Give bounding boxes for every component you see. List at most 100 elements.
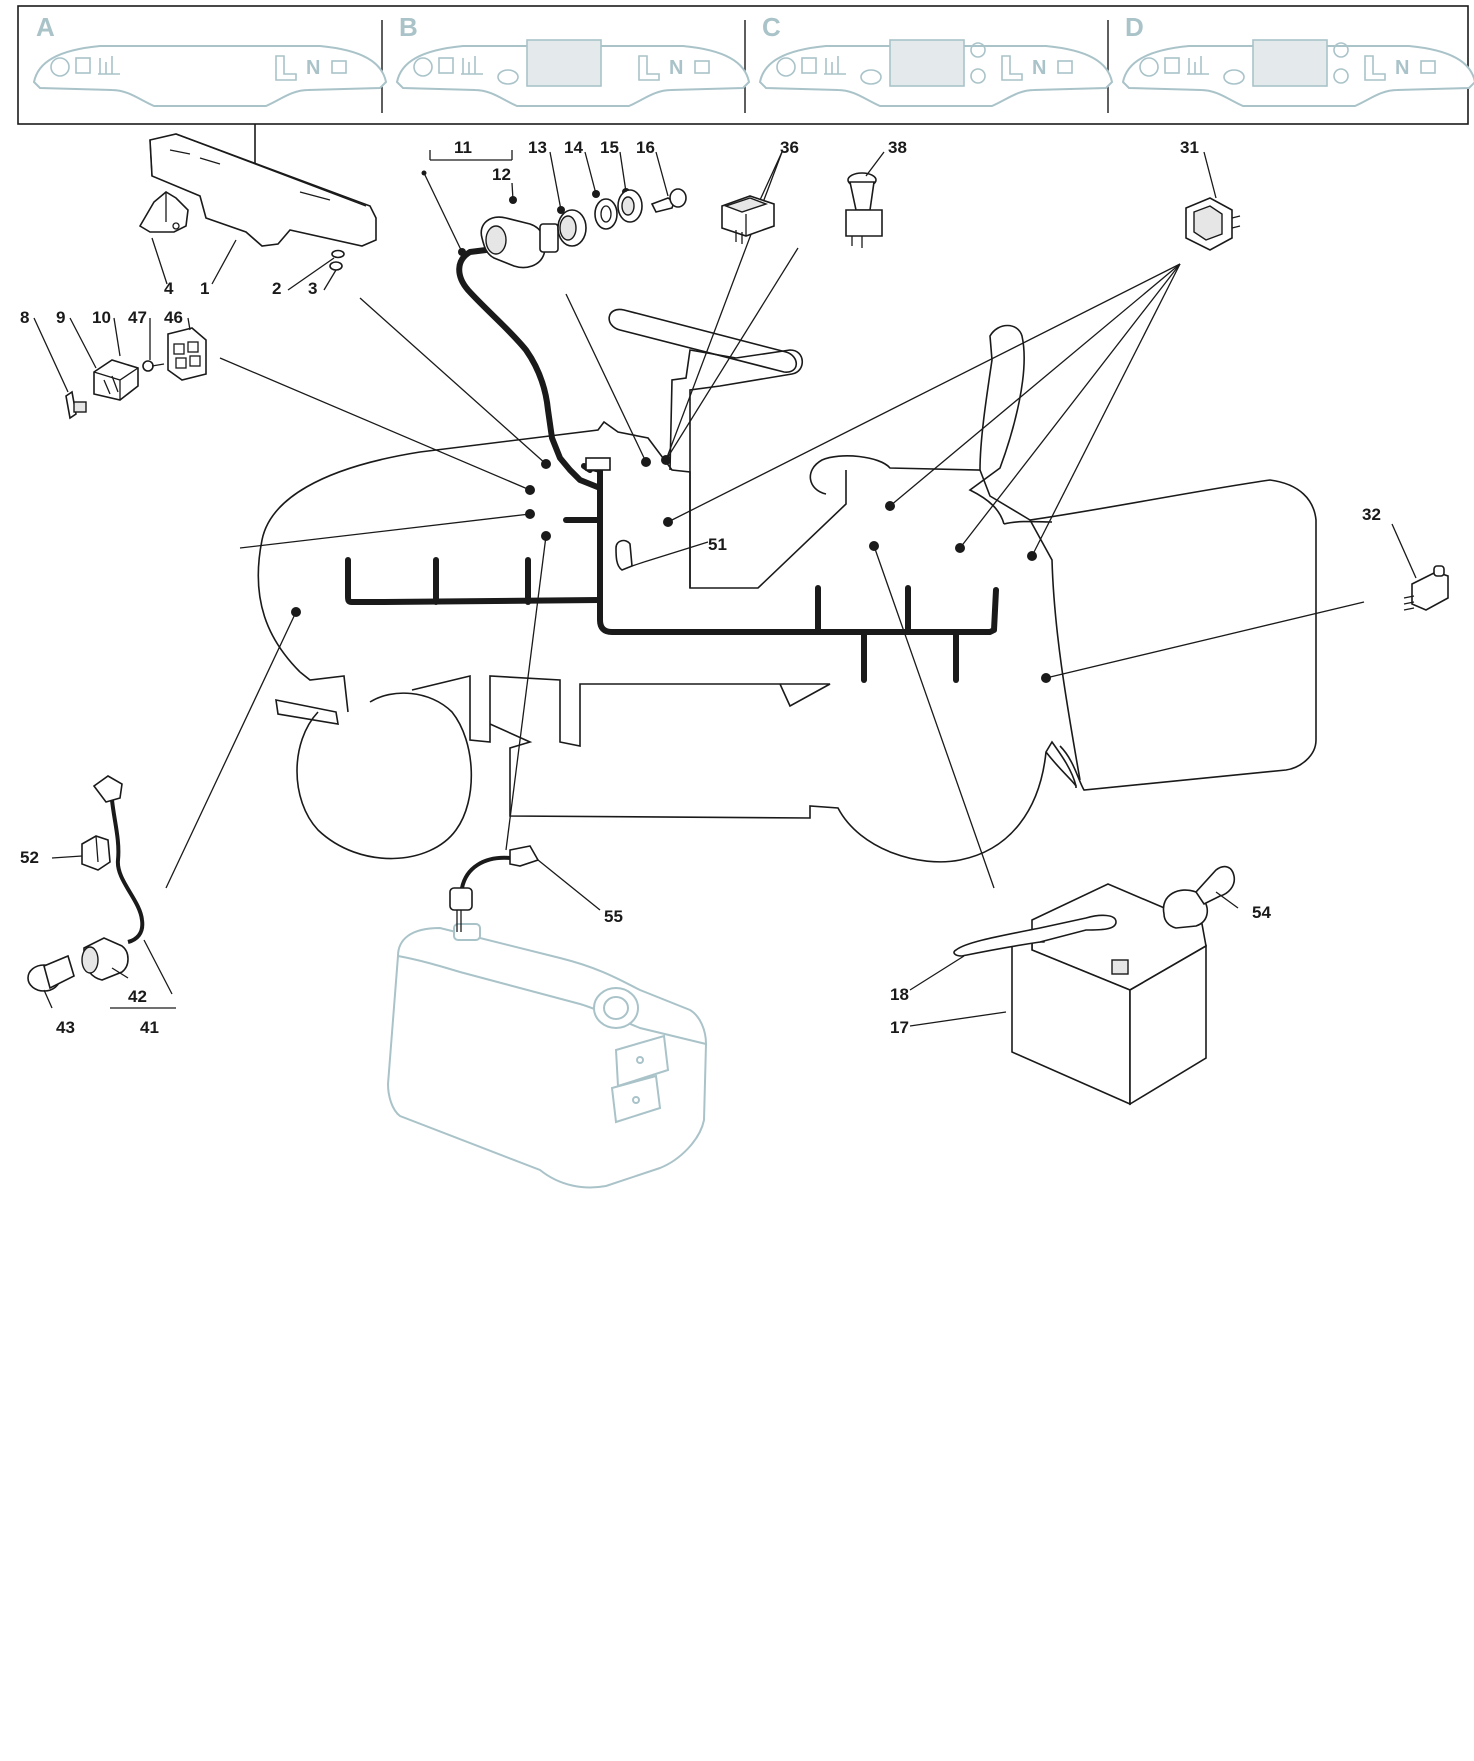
- dashboard-variant-strip: A N B N C: [17, 5, 1474, 125]
- dashboard-variant-d: D N: [1121, 12, 1474, 107]
- neutral-indicator: N: [1032, 57, 1046, 79]
- callout-51: 51: [708, 535, 727, 554]
- fuel-icon: [75, 57, 91, 74]
- parking-icon: [1139, 57, 1159, 77]
- display-screen: [1252, 39, 1328, 87]
- callout-11: 11: [454, 138, 472, 157]
- screw-part: [142, 360, 165, 372]
- battery-icon: [694, 60, 710, 74]
- seat-switch-part: [1185, 197, 1241, 251]
- callout-4: 4: [164, 279, 174, 298]
- callout-43: 43: [56, 1018, 75, 1037]
- bulb-part: [27, 954, 75, 992]
- up-button-icon: [970, 42, 986, 58]
- parking-icon: [50, 57, 70, 77]
- lock-washer-hole: [600, 205, 612, 223]
- callout-14: 14: [564, 138, 583, 157]
- callout-52: 52: [20, 848, 39, 867]
- tractor-outline: [257, 308, 1317, 863]
- rear-fender-inner: [1029, 519, 1081, 781]
- callout-8: 8: [20, 308, 29, 327]
- lamp-clip-part: [81, 835, 111, 871]
- seat-icon: [1001, 55, 1023, 81]
- neutral-indicator: N: [1395, 57, 1409, 79]
- dash-panel: [689, 470, 847, 589]
- relay-part: [93, 359, 139, 401]
- dashboard-outline: [32, 45, 388, 107]
- ignition-key-part: [650, 188, 687, 213]
- lock-washer-part: [594, 198, 618, 230]
- front-fender: [299, 671, 349, 713]
- callout-36: 36: [780, 138, 799, 157]
- callout-42: 42: [128, 987, 147, 1006]
- lamp-holder-assembly: [81, 775, 145, 981]
- battery-icon: [331, 60, 347, 74]
- variant-letter: B: [399, 12, 418, 42]
- display-screen: [889, 39, 965, 87]
- display-screen: [526, 39, 602, 87]
- ignition-switch-part: [480, 216, 559, 269]
- variant-letter: C: [762, 12, 781, 42]
- battery-part: [1011, 883, 1207, 1106]
- callout-38: 38: [888, 138, 907, 157]
- callout-12: 12: [492, 165, 511, 184]
- mode-button-icon: [497, 69, 519, 85]
- rear-fender-outline: [1029, 479, 1317, 791]
- relay-holder-part: [167, 327, 207, 381]
- mounting-bracket-part: [138, 191, 189, 233]
- callout-54: 54: [1252, 903, 1271, 922]
- push-button-switch-part: [845, 172, 883, 248]
- seat-icon: [1364, 55, 1386, 81]
- callout-labels: 1 2 3 4 8 9 10 47 46 11 12 13 14 15 16 3…: [20, 138, 1381, 1037]
- callout-47: 47: [128, 308, 147, 327]
- leader-lines: [165, 151, 1365, 889]
- callout-18: 18: [890, 985, 909, 1004]
- callout-17: 17: [890, 1018, 909, 1037]
- chassis-frame-lower: [489, 723, 1077, 863]
- callout-15: 15: [600, 138, 619, 157]
- neutral-indicator: N: [669, 57, 683, 79]
- chassis-frame: [411, 674, 831, 747]
- callout-46: 46: [164, 308, 183, 327]
- fuel-icon: [1164, 57, 1180, 74]
- mode-button-icon: [860, 69, 882, 85]
- rocker-switch-part: [721, 195, 775, 244]
- down-button-icon: [1333, 68, 1349, 84]
- bushing-part: [557, 209, 587, 247]
- callout-55: 55: [604, 907, 623, 926]
- mode-button-icon: [1223, 69, 1245, 85]
- callout-32: 32: [1362, 505, 1381, 524]
- hood-outline: [257, 420, 691, 673]
- seat-icon: [638, 55, 660, 81]
- fuse-part: [65, 390, 87, 420]
- callout-9: 9: [56, 308, 65, 327]
- seat-outline: [809, 324, 1025, 525]
- fuel-level-sensor-part: [449, 845, 540, 932]
- parking-icon: [776, 57, 796, 77]
- front-wheel: [296, 692, 473, 860]
- washer-part: [331, 249, 345, 259]
- battery-icon: [1057, 60, 1073, 74]
- parking-icon: [413, 57, 433, 77]
- callout-3: 3: [308, 279, 317, 298]
- up-button-icon: [1333, 42, 1349, 58]
- dashboard-panel-part: [149, 133, 377, 247]
- battery-strap-part: [953, 914, 1117, 957]
- down-button-icon: [970, 68, 986, 84]
- wiring-harness: [345, 247, 999, 683]
- callout-16: 16: [636, 138, 655, 157]
- callout-10: 10: [92, 308, 111, 327]
- dashboard-variant-a: A N: [32, 12, 388, 107]
- dashboard-variant-c: C N: [758, 12, 1114, 107]
- seat-icon: [275, 55, 297, 81]
- terminal-cover-part: [1162, 865, 1236, 929]
- battery-icon: [1420, 60, 1436, 74]
- callout-2: 2: [272, 279, 281, 298]
- fuel-tank-part: [386, 923, 708, 1189]
- callout-31: 31: [1180, 138, 1199, 157]
- variant-letter: A: [36, 12, 55, 42]
- fuel-icon: [801, 57, 817, 74]
- callout-leaders: [33, 150, 1417, 1027]
- dashboard-variant-b: B N: [395, 12, 751, 107]
